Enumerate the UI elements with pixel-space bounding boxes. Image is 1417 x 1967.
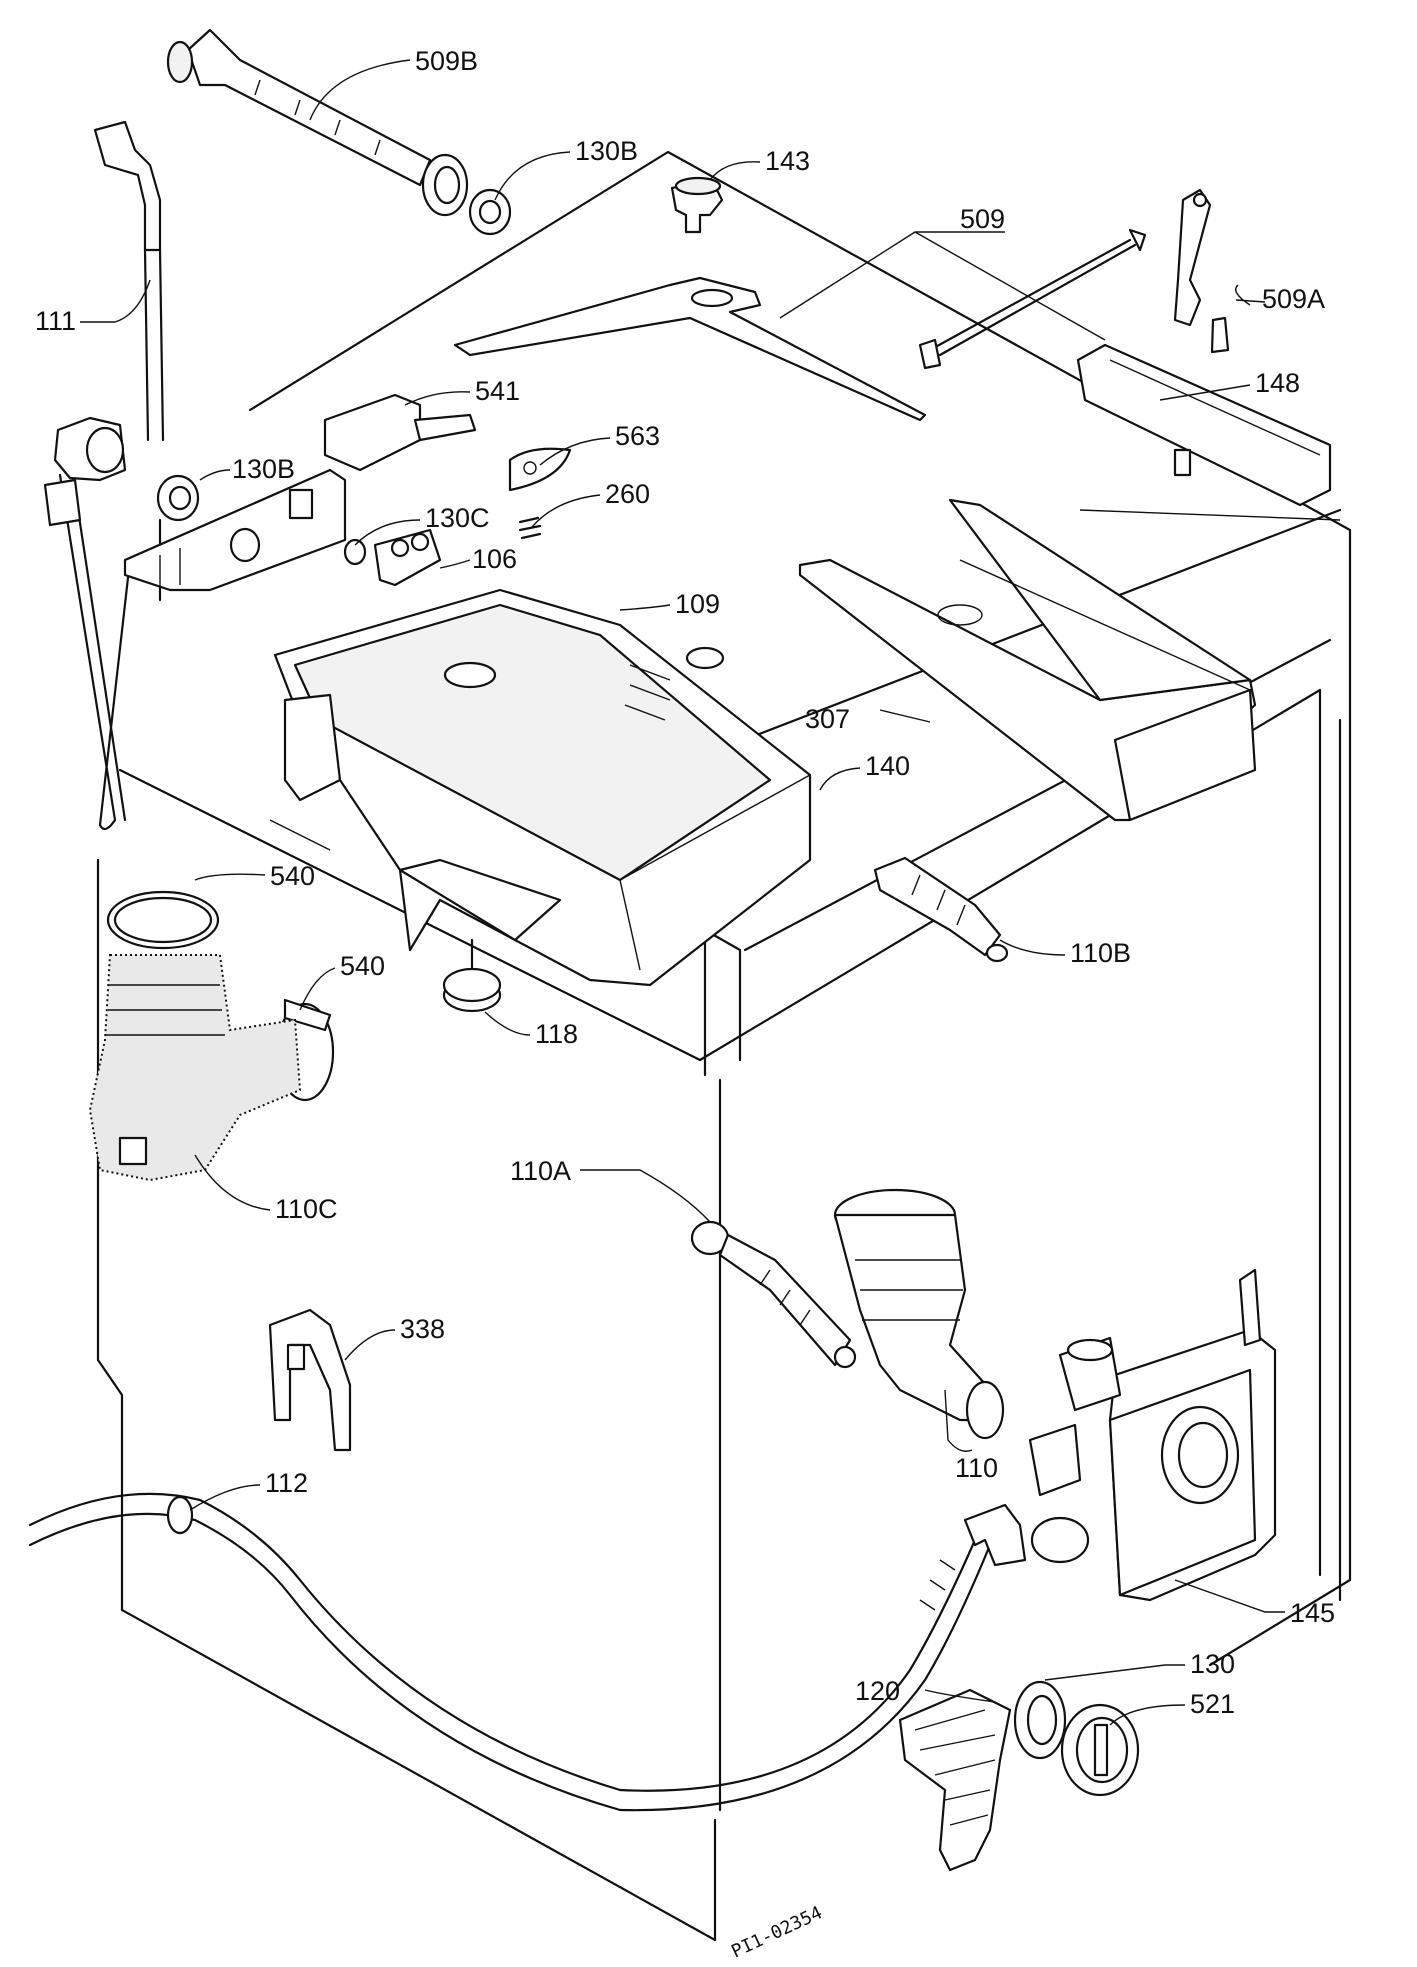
- part-130b-mid-ring: [156, 474, 200, 522]
- part-260-spring: [518, 516, 542, 540]
- part-540-clamp-upper: [106, 890, 220, 950]
- part-111-fill-hose: [43, 120, 165, 831]
- label-109: 109: [675, 589, 720, 619]
- label-110a: 110A: [510, 1156, 571, 1186]
- label-110b: 110B: [1070, 938, 1131, 968]
- label-563: 563: [615, 421, 660, 451]
- label-112: 112: [265, 1468, 308, 1498]
- part-110c-sump-hose: [88, 954, 302, 1182]
- part-509-lever-assembly: [453, 228, 1147, 422]
- label-509b: 509B: [415, 46, 478, 76]
- label-145: 145: [1290, 1598, 1335, 1628]
- label-540-upper: 540: [270, 861, 315, 891]
- drawing-code-stamp: PI1-02354: [728, 1902, 825, 1962]
- part-130b-top-ring: [468, 188, 512, 236]
- label-338: 338: [400, 1314, 445, 1344]
- label-140: 140: [865, 751, 910, 781]
- part-148-handle: [1076, 343, 1332, 507]
- part-145-drain-pump: [1028, 1268, 1277, 1602]
- part-106-connector: [373, 528, 442, 587]
- part-118-gear: [442, 938, 502, 1013]
- label-130c: 130C: [425, 503, 490, 533]
- label-130b-mid: 130B: [232, 454, 295, 484]
- part-509a-latch: [1173, 188, 1230, 354]
- label-509: 509: [960, 204, 1005, 234]
- label-111: 111: [35, 306, 76, 336]
- part-labels: 509B 130B 143 509 509A 111 541 148 563 1…: [35, 46, 1335, 1963]
- part-338-bracket: [268, 1308, 352, 1452]
- part-109-140-dispenser-housing: [273, 588, 812, 987]
- label-307: 307: [805, 704, 850, 734]
- label-130: 130: [1190, 1649, 1235, 1679]
- label-130b-top: 130B: [575, 136, 638, 166]
- part-130c-clip: [343, 538, 367, 566]
- part-563-cam: [508, 447, 572, 492]
- label-148: 148: [1255, 368, 1300, 398]
- label-110: 110: [955, 1453, 998, 1483]
- label-118: 118: [535, 1019, 578, 1049]
- part-110b-hose: [873, 856, 1009, 963]
- label-120: 120: [855, 1676, 900, 1706]
- leader-lines: [80, 59, 1285, 1726]
- label-540-lower: 540: [340, 951, 385, 981]
- part-307-detergent-drawer: [798, 498, 1257, 822]
- label-106: 106: [472, 544, 517, 574]
- part-110-bellows: [833, 1188, 1005, 1440]
- part-130-ring: [1013, 1680, 1067, 1760]
- label-541: 541: [475, 376, 520, 406]
- part-143-knob: [670, 176, 724, 234]
- label-110c: 110C: [275, 1194, 338, 1224]
- label-521: 521: [1190, 1689, 1235, 1719]
- part-521-cap: [1060, 1703, 1140, 1797]
- part-112-drain-hose: [28, 1492, 1027, 1812]
- label-260: 260: [605, 479, 650, 509]
- label-143: 143: [765, 146, 810, 176]
- part-110a-hose: [690, 1220, 857, 1369]
- part-509b-inlet-hose: [166, 28, 469, 217]
- part-120-filter: [898, 1688, 1012, 1872]
- label-509a: 509A: [1262, 284, 1325, 314]
- part-541-valve-bracket: [123, 393, 477, 592]
